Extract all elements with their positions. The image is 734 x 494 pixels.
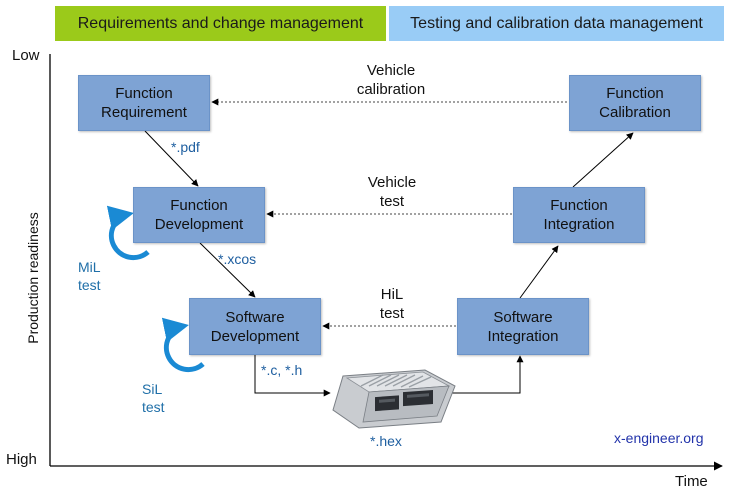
c-h-file-label: *.c, *.h	[261, 362, 303, 378]
requirements-banner: Requirements and change management	[55, 6, 386, 41]
x-axis-title: Time	[675, 473, 708, 490]
function-development-box: Function Development	[133, 187, 265, 243]
software-to-ecu-arrow	[254, 355, 331, 397]
sil-test-label: SiL test	[142, 381, 165, 415]
mil-test-label: MiL test	[78, 259, 101, 293]
software-development-label: Software Development	[210, 308, 300, 345]
function-integration-to-calibration-arrow	[572, 132, 634, 188]
mil-loop-arrow	[106, 205, 150, 261]
software-integration-box: Software Integration	[457, 298, 589, 355]
requirement-to-development-arrow	[144, 130, 199, 187]
xcos-file-label: *.xcos	[218, 251, 257, 267]
ecu-hardware-image	[332, 369, 456, 429]
function-integration-label: Function Integration	[543, 197, 615, 233]
testing-banner: Testing and calibration data management	[389, 6, 724, 41]
sil-loop-arrow	[161, 317, 205, 373]
hil-test-label: HiL test	[379, 286, 405, 322]
development-to-software-arrow	[199, 242, 256, 298]
ecu-to-integration-arrow	[452, 355, 524, 394]
function-integration-box: Function Integration	[513, 187, 645, 243]
hex-file-label: *.hex	[370, 433, 402, 449]
y-axis-high-label: High	[6, 451, 37, 468]
function-development-label: Function Development	[154, 197, 244, 233]
y-axis-low-label: Low	[12, 47, 40, 64]
brand-watermark: x-engineer.org	[614, 430, 704, 446]
function-requirement-label: Function Requirement	[101, 85, 187, 121]
sw-integration-to-function-integration-arrow	[519, 245, 559, 299]
pdf-file-label: *.pdf	[171, 139, 200, 155]
software-development-box: Software Development	[189, 298, 321, 355]
function-calibration-box: Function Calibration	[569, 75, 701, 131]
vehicle-calibration-label: Vehicle calibration	[356, 62, 426, 98]
y-axis-title: Production readiness	[25, 212, 41, 344]
function-requirement-box: Function Requirement	[78, 75, 210, 131]
function-calibration-label: Function Calibration	[599, 85, 671, 121]
software-integration-label: Software Integration	[487, 308, 559, 345]
vehicle-test-label: Vehicle test	[367, 174, 417, 210]
